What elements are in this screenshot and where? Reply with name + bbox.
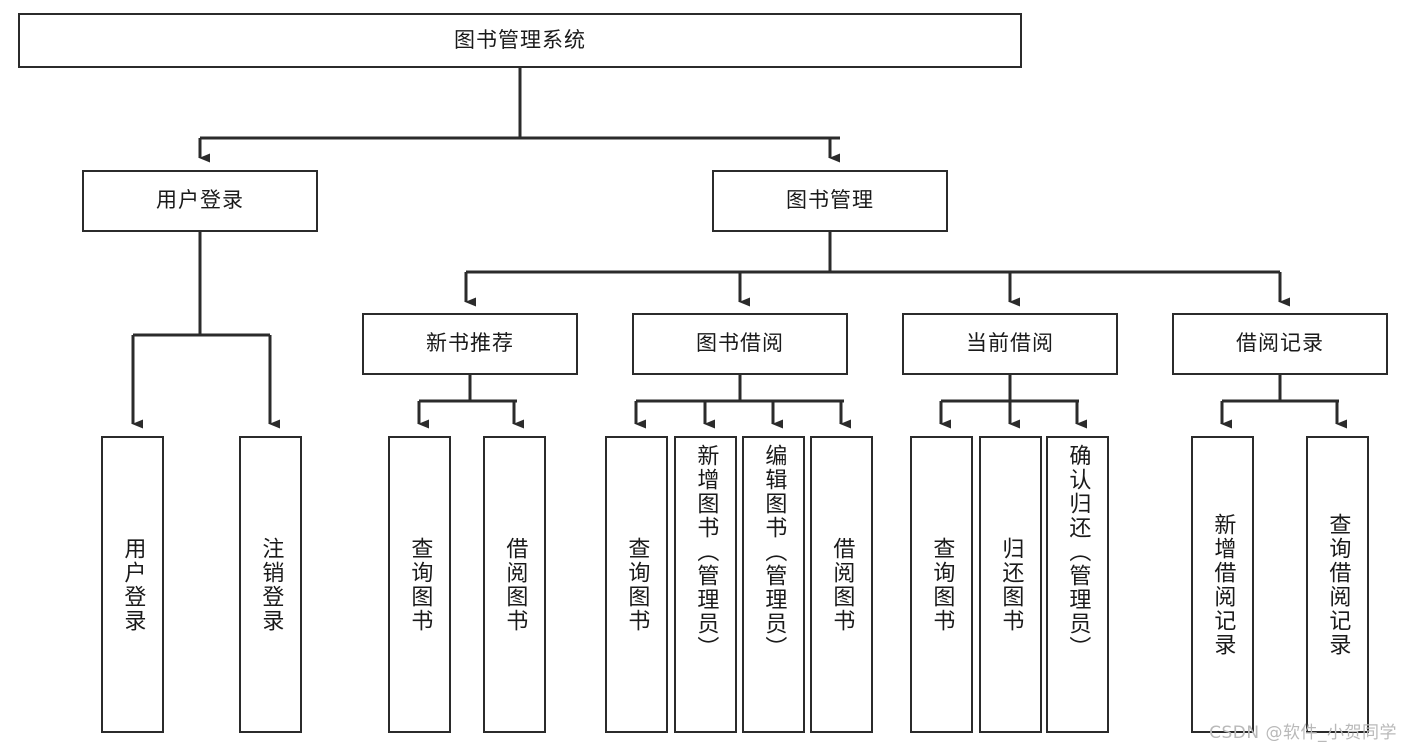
node-leaf-logout-login-label: 注销登录 [258, 536, 284, 633]
node-leaf-query-book-2-label: 查询图书 [624, 536, 650, 633]
node-leaf-borrow-book-2-label: 借阅图书 [829, 536, 855, 633]
node-current-borrow[interactable]: 当前借阅 [902, 313, 1118, 375]
node-book-borrow[interactable]: 图书借阅 [632, 313, 848, 375]
csdn-watermark: CSDN @软件_小贺同学 [1209, 723, 1397, 743]
node-borrow-record[interactable]: 借阅记录 [1172, 313, 1388, 375]
node-leaf-edit-book[interactable]: 编辑图书（管理员） [742, 436, 805, 733]
node-leaf-user-login-label: 用户登录 [120, 536, 146, 633]
node-leaf-query-book-3[interactable]: 查询图书 [910, 436, 973, 733]
node-leaf-query-record[interactable]: 查询借阅记录 [1306, 436, 1369, 733]
node-current-borrow-label: 当前借阅 [966, 331, 1054, 356]
node-leaf-borrow-book-1[interactable]: 借阅图书 [483, 436, 546, 733]
node-leaf-logout-login[interactable]: 注销登录 [239, 436, 302, 733]
node-leaf-add-record[interactable]: 新增借阅记录 [1191, 436, 1254, 733]
node-leaf-add-book-label: 新增图书（管理员） [693, 444, 719, 660]
node-book-borrow-label: 图书借阅 [696, 331, 784, 356]
node-leaf-edit-book-label: 编辑图书（管理员） [761, 444, 787, 660]
node-user-login-label: 用户登录 [156, 188, 244, 213]
node-leaf-add-book[interactable]: 新增图书（管理员） [674, 436, 737, 733]
node-leaf-query-book-1-label: 查询图书 [407, 536, 433, 633]
node-leaf-user-login[interactable]: 用户登录 [101, 436, 164, 733]
node-leaf-add-record-label: 新增借阅记录 [1210, 512, 1236, 657]
node-root[interactable]: 图书管理系统 [18, 13, 1022, 68]
node-book-management-label: 图书管理 [786, 188, 874, 213]
node-borrow-record-label: 借阅记录 [1236, 331, 1324, 356]
node-leaf-confirm-return-label: 确认归还（管理员） [1065, 444, 1091, 660]
node-user-login[interactable]: 用户登录 [82, 170, 318, 232]
node-leaf-return-book-label: 归还图书 [998, 536, 1024, 633]
node-new-book-recommend-label: 新书推荐 [426, 331, 514, 356]
node-new-book-recommend[interactable]: 新书推荐 [362, 313, 578, 375]
node-leaf-return-book[interactable]: 归还图书 [979, 436, 1042, 733]
node-leaf-borrow-book-2[interactable]: 借阅图书 [810, 436, 873, 733]
node-leaf-confirm-return[interactable]: 确认归还（管理员） [1046, 436, 1109, 733]
node-book-management[interactable]: 图书管理 [712, 170, 948, 232]
node-leaf-query-book-2[interactable]: 查询图书 [605, 436, 668, 733]
node-root-label: 图书管理系统 [454, 27, 586, 52]
node-leaf-query-record-label: 查询借阅记录 [1325, 512, 1351, 657]
node-leaf-query-book-3-label: 查询图书 [929, 536, 955, 633]
node-leaf-borrow-book-1-label: 借阅图书 [502, 536, 528, 633]
node-leaf-query-book-1[interactable]: 查询图书 [388, 436, 451, 733]
